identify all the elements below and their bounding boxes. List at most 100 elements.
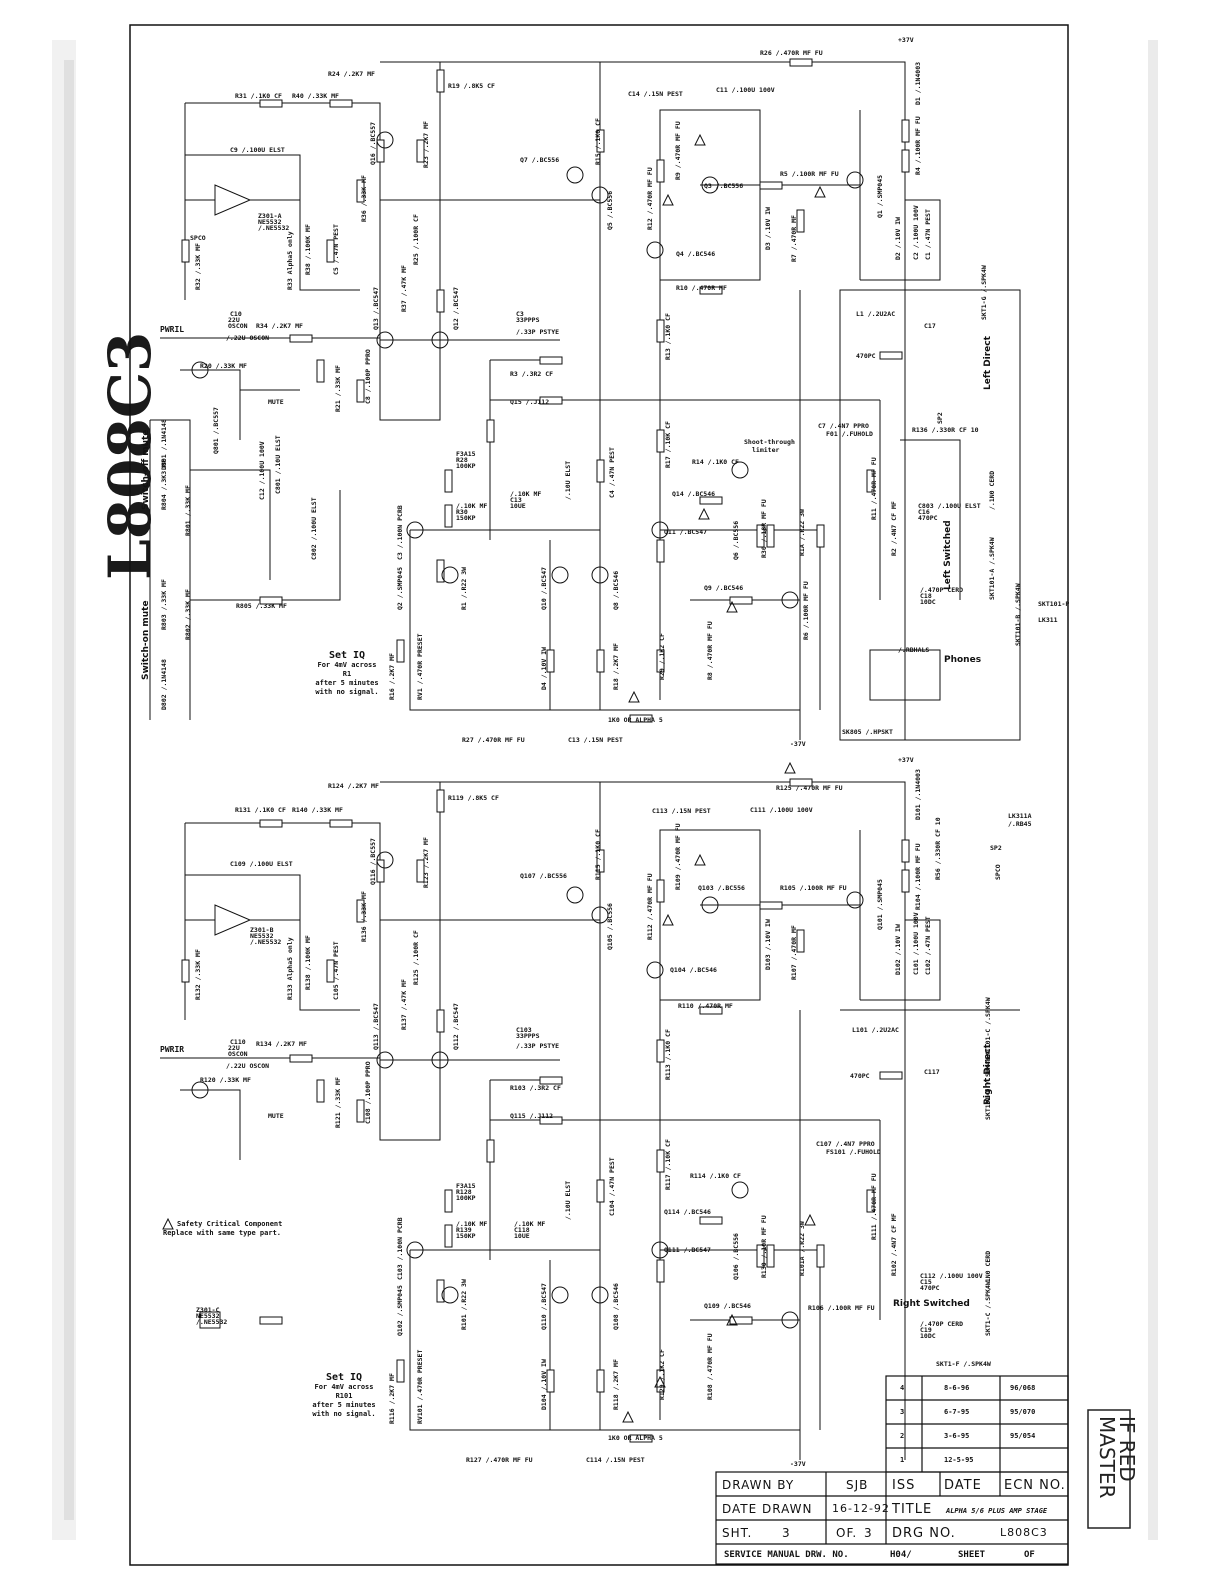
component-label: R129 /.1K2 CF — [658, 1349, 666, 1400]
resistor-symbol — [436, 289, 445, 313]
component-label: OSCON — [228, 322, 248, 330]
component-label: L1 /.2U2AC — [856, 310, 895, 318]
component-label: R25 /.100R CF — [412, 214, 420, 265]
component-label: D3 /.10V IW — [764, 207, 772, 250]
transistor-symbol — [376, 1051, 394, 1069]
component-label: C117 — [924, 1068, 940, 1076]
component-label: R124 /.2K7 MF — [328, 782, 379, 790]
resistor-symbol — [656, 159, 665, 183]
component-label: C107 /.4N7 PPRO — [816, 1140, 875, 1148]
safety-triangle-icon — [694, 853, 706, 866]
resistor-symbol — [596, 459, 605, 483]
resistor-symbol — [356, 899, 365, 923]
resistor-symbol — [766, 1244, 775, 1268]
component-label: R34 /.2K7 MF — [256, 322, 303, 330]
component-label: Q102 /.SMP045 — [396, 1285, 404, 1336]
resistor-symbol — [866, 1189, 875, 1213]
component-label: 33PPPS — [516, 316, 540, 324]
component-label: C1 /.47N PEST — [924, 209, 932, 260]
service-manual-label: SERVICE MANUAL DRW. NO. — [724, 1550, 849, 1560]
component-label: Q105 /.BC556 — [606, 903, 614, 950]
component-label: Q10 /.BC547 — [540, 567, 548, 610]
resistor-symbol — [656, 1259, 665, 1283]
component-label: R113 /.1K0 CF — [664, 1029, 672, 1080]
transistor-symbol — [551, 566, 569, 584]
component-label: D102 /.10V IW — [894, 924, 902, 975]
component-label: R112 /.470R MF FU — [646, 873, 654, 940]
component-label: R803 /.33K MF — [160, 579, 168, 630]
component-label: R4 /.100R MF FU — [914, 116, 922, 175]
revision-iss: 2 — [900, 1432, 905, 1440]
resistor-symbol — [879, 1071, 903, 1080]
resistor-symbol — [699, 1216, 723, 1225]
component-label: C118 — [514, 1226, 530, 1234]
component-label: R40 /.33K MF — [292, 92, 339, 100]
component-label: Q8 /.BC546 — [612, 571, 620, 610]
mute-upper: MUTE — [268, 398, 284, 406]
component-label: R804 /.3K3 MF — [160, 459, 168, 510]
resistor-symbol — [789, 58, 813, 67]
component-label: /.10U ELST — [564, 1181, 572, 1220]
component-label: Q106 /.BC556 — [732, 1233, 740, 1280]
component-label: R114 /.1K0 CF — [690, 1172, 741, 1180]
component-label: Q113 /.BC547 — [372, 1003, 380, 1050]
component-label: R37 /.47K MF — [400, 265, 408, 312]
component-label: F3A15 — [456, 1182, 476, 1190]
resistor-symbol — [416, 859, 425, 883]
transistor-symbol — [651, 521, 669, 539]
component-label: R128 — [456, 1188, 472, 1196]
component-label: SKT101-A /.SPK4W — [988, 537, 996, 600]
resistor-symbol — [396, 1359, 405, 1383]
transistor-symbol — [701, 176, 719, 194]
component-label: R101 /.R22 3W — [460, 1279, 468, 1330]
component-label: R119 /.8K5 CF — [448, 794, 499, 802]
shoot-through-label: Shoot-through — [744, 438, 795, 446]
component-label: Q16 /.BC557 — [369, 122, 377, 165]
safety-triangle-icon — [628, 690, 640, 703]
component-label: C12 /.100U 100V — [258, 441, 266, 500]
set-iq-note-lower: Set IQ For 4mV across R101 after 5 minut… — [306, 1372, 382, 1419]
resistor-symbol — [759, 901, 783, 910]
resistor-symbol — [259, 99, 283, 108]
component-label: R5 /.100R MF FU — [780, 170, 839, 178]
component-label: 22U — [228, 316, 240, 324]
component-label: R33 Alpha5 only — [286, 231, 294, 290]
component-label: Q6 /.BC556 — [732, 521, 740, 560]
component-label: 470PC — [918, 514, 938, 522]
lower-channel-wiring — [160, 781, 1020, 1460]
component-label: R27 /.470R MF FU — [462, 736, 525, 744]
component-label: Q1 /.SMP045 — [876, 175, 884, 218]
transistor-symbol — [376, 851, 394, 869]
resistor-symbol — [436, 559, 445, 583]
component-label: Z301-B — [250, 926, 274, 934]
resistor-symbol — [656, 1039, 665, 1063]
component-label: F01 /.FUHOLD — [826, 430, 873, 438]
component-label: C5 /.47N PEST — [332, 224, 340, 275]
component-label: R8 /.470R MF FU — [706, 621, 714, 680]
safety-triangle-icon — [622, 1410, 634, 1423]
component-label: C109 /.100U ELST — [230, 860, 293, 868]
component-label: C102 /.47N PEST — [924, 916, 932, 975]
resistor-symbol — [444, 1189, 453, 1213]
resistor-symbol — [356, 379, 365, 403]
component-label: R16 /.2K7 MF — [388, 653, 396, 700]
component-label: D4 /.10V IW — [540, 647, 548, 690]
component-label: Q103 /.BC556 — [698, 884, 745, 892]
component-label: Q2 /.SMP045 — [396, 567, 404, 610]
component-label: R117 /.10K CF — [664, 1139, 672, 1190]
resistor-symbol — [329, 819, 353, 828]
resistor-symbol — [729, 596, 753, 605]
resistor-symbol — [396, 639, 405, 663]
resistor-symbol — [866, 469, 875, 493]
component-label: /.NE5532 — [258, 224, 289, 232]
set-iq-line: For 4mV across R1 — [317, 661, 377, 678]
component-label: R136 /.33K MF — [360, 891, 368, 942]
safety-triangle-icon — [694, 133, 706, 146]
resistor-symbol — [546, 649, 555, 673]
resistor-symbol — [259, 596, 283, 605]
resistor-symbol — [259, 819, 283, 828]
component-label: R1A /.R22 3W — [798, 509, 806, 556]
transistor-symbol — [376, 331, 394, 349]
set-iq-line: For 4mV across R101 — [314, 1383, 374, 1400]
component-label: C3 — [516, 310, 524, 318]
